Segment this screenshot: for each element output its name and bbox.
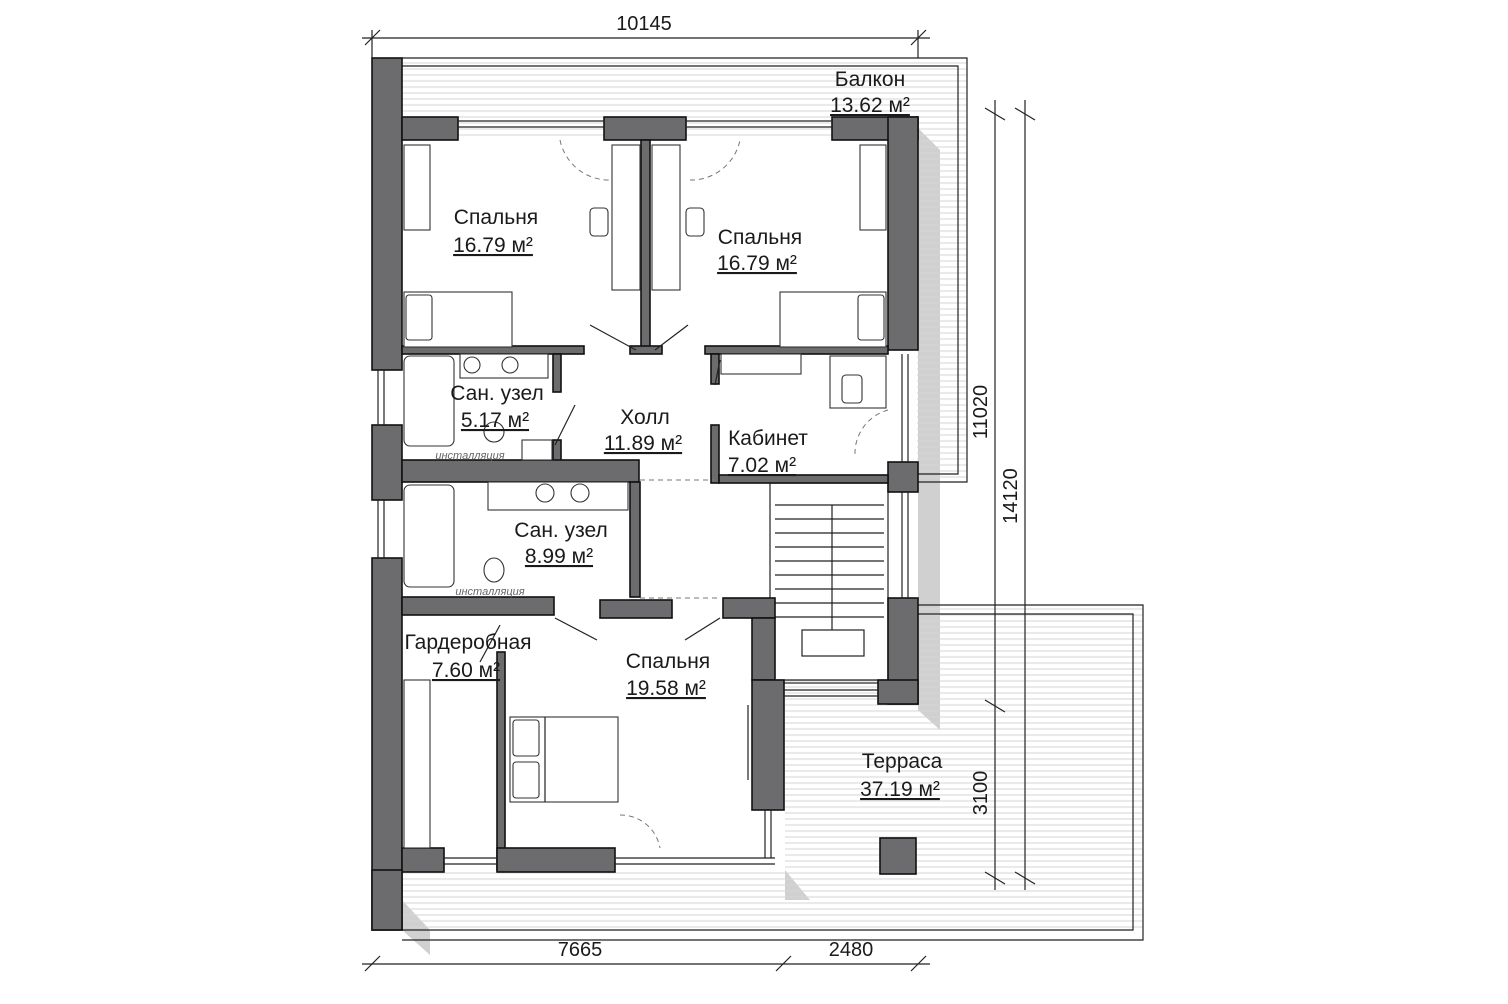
walls bbox=[371, 57, 919, 931]
dimension-labels: 10145 7665 2480 11020 14120 3100 bbox=[558, 13, 1022, 961]
bedroom3-name: Спальня bbox=[626, 650, 710, 673]
dim-right-total: 14120 bbox=[1000, 468, 1022, 524]
bath1-name: Сан. узел bbox=[450, 382, 543, 405]
dimension-lines bbox=[362, 29, 1036, 972]
bedroom2-area: 16.79 м² bbox=[717, 252, 797, 275]
staircase bbox=[769, 482, 889, 684]
bedroom1-area: 16.79 м² bbox=[453, 234, 533, 257]
terrace-area bbox=[402, 604, 1144, 941]
bedroom1-name: Спальня bbox=[454, 206, 538, 229]
wardrobe-area: 7.60 м² bbox=[432, 659, 500, 682]
bath2-area: 8.99 м² bbox=[525, 545, 593, 568]
bedroom2-name: Спальня bbox=[718, 226, 802, 249]
office-area: 7.02 м² bbox=[728, 454, 796, 477]
terrace-column bbox=[879, 837, 917, 875]
wardrobe-name: Гардеробная bbox=[404, 631, 531, 654]
bath1-area: 5.17 м² bbox=[461, 409, 529, 432]
dim-right-lower: 3100 bbox=[970, 771, 992, 816]
dim-top: 10145 bbox=[616, 13, 672, 35]
installation-note-1: инсталляция bbox=[435, 450, 504, 462]
dim-right-upper: 11020 bbox=[970, 385, 992, 439]
hall-name: Холл bbox=[620, 406, 670, 429]
furniture bbox=[403, 144, 887, 849]
room-labels: Балкон 13.62 м² Спальня 16.79 м² Спальня… bbox=[404, 68, 942, 801]
installation-note-2: инсталляция bbox=[455, 586, 524, 598]
dim-bottom-right: 2480 bbox=[829, 939, 874, 961]
windows bbox=[377, 120, 909, 865]
balcony-area-label: 13.62 м² bbox=[830, 94, 910, 117]
bedroom3-area: 19.58 м² bbox=[626, 677, 706, 700]
office-name: Кабинет bbox=[728, 427, 808, 450]
balcony-name: Балкон bbox=[835, 68, 905, 91]
doors bbox=[479, 139, 889, 849]
hall-area: 11.89 м² bbox=[604, 432, 682, 455]
dim-bottom-left: 7665 bbox=[558, 939, 603, 961]
terrace-name: Терраса bbox=[862, 750, 943, 773]
bath2-name: Сан. узел bbox=[514, 519, 607, 542]
terrace-area-label: 37.19 м² bbox=[860, 778, 940, 801]
